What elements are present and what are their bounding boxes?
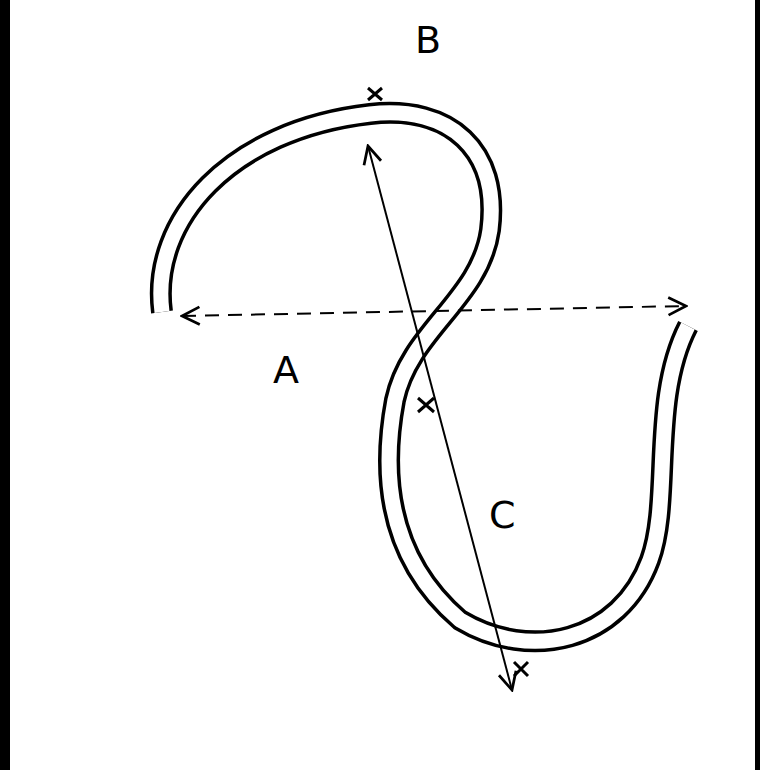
- dimension-arrow: [368, 146, 512, 690]
- point-marks: [368, 88, 528, 676]
- ribbon-core: [161, 113, 688, 641]
- part-label: A: [270, 351, 302, 389]
- dimension-arrow: [182, 306, 686, 316]
- ribbon-outline: [161, 113, 688, 641]
- part-label: C: [486, 496, 519, 534]
- part-label: B: [412, 21, 444, 59]
